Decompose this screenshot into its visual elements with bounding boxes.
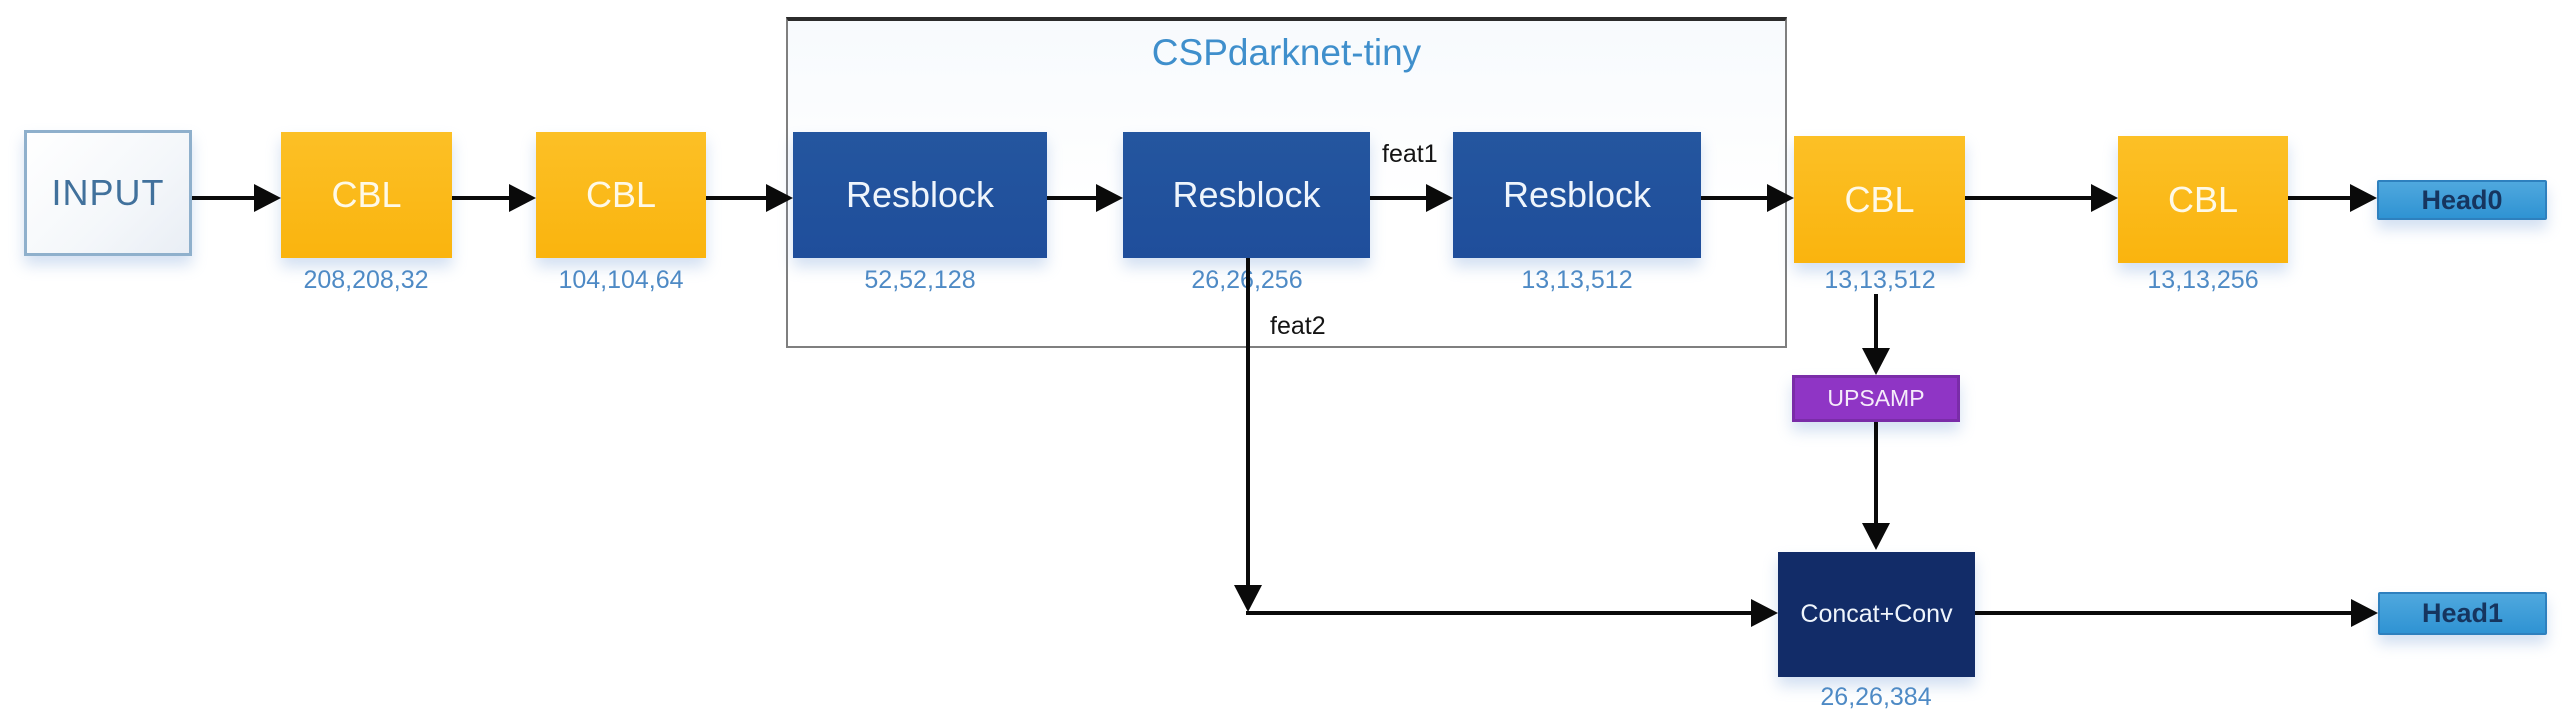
edge-label-feat2: feat2 [1270, 312, 1326, 340]
arrow-line [1701, 196, 1769, 200]
node-concat-conv-label: Concat+Conv [1800, 600, 1953, 628]
node-resblock2: Resblock [1123, 132, 1370, 258]
arrow-line [1965, 196, 2093, 200]
arrow-line [192, 196, 256, 200]
node-input-label: INPUT [51, 172, 165, 213]
arrow-line [452, 196, 512, 200]
node-input: INPUT [24, 130, 192, 256]
node-head0: Head0 [2377, 180, 2547, 220]
arrow-line [1246, 258, 1250, 588]
frame-title: CSPdarknet-tiny [1151, 32, 1422, 73]
arrow-line [1246, 611, 1755, 615]
arrowhead-right-icon [254, 184, 281, 212]
dim-label-cbl4: 13,13,256 [2147, 266, 2259, 294]
dim-label-concat-conv: 26,26,384 [1820, 683, 1932, 711]
arrowhead-down-icon [1862, 348, 1890, 375]
arrowhead-down-icon [1234, 585, 1262, 612]
node-upsamp: UPSAMP [1792, 375, 1960, 422]
node-cbl4: CBL [2118, 136, 2288, 263]
arrowhead-right-icon [1751, 599, 1778, 627]
node-cbl1-label: CBL [331, 174, 402, 215]
arrowhead-right-icon [2091, 184, 2118, 212]
arrow-line [1874, 294, 1878, 349]
node-cbl2-label: CBL [585, 174, 657, 215]
arrow-line [2288, 196, 2352, 200]
dim-label-cbl1: 208,208,32 [303, 266, 429, 294]
arrow-line [1975, 611, 2355, 615]
edge-label-feat1: feat1 [1382, 140, 1438, 168]
node-head1-label: Head1 [2421, 598, 2504, 628]
arrowhead-right-icon [1767, 184, 1794, 212]
node-concat-conv: Concat+Conv [1778, 552, 1975, 677]
node-cbl2: CBL [536, 132, 706, 258]
node-head0-label: Head0 [2421, 184, 2503, 215]
node-resblock3-label: Resblock [1502, 174, 1652, 215]
arrowhead-right-icon [2351, 599, 2378, 627]
node-cbl4-label: CBL [2167, 178, 2239, 220]
node-head1: Head1 [2378, 592, 2547, 635]
node-resblock1-label: Resblock [845, 174, 995, 215]
node-cbl3: CBL [1794, 136, 1965, 263]
arrowhead-down-icon [1862, 523, 1890, 550]
arrowhead-right-icon [1096, 184, 1123, 212]
arrowhead-right-icon [766, 184, 793, 212]
node-upsamp-label: UPSAMP [1827, 385, 1925, 411]
arrow-line [1874, 422, 1878, 524]
arrowhead-right-icon [2350, 184, 2377, 212]
node-cbl1: CBL [281, 132, 452, 258]
node-resblock3: Resblock [1453, 132, 1701, 258]
dim-label-cbl3: 13,13,512 [1824, 266, 1936, 294]
arrow-line [706, 196, 768, 200]
arrow-line [1370, 196, 1429, 200]
arrowhead-right-icon [509, 184, 536, 212]
dim-label-resblock3: 13,13,512 [1521, 266, 1633, 294]
node-resblock1: Resblock [793, 132, 1047, 258]
arrow-line [1047, 196, 1099, 200]
node-resblock2-label: Resblock [1172, 174, 1321, 215]
arrowhead-right-icon [1426, 184, 1453, 212]
dim-label-cbl2: 104,104,64 [558, 266, 684, 294]
dim-label-resblock1: 52,52,128 [864, 266, 976, 294]
node-cbl3-label: CBL [1844, 178, 1915, 220]
